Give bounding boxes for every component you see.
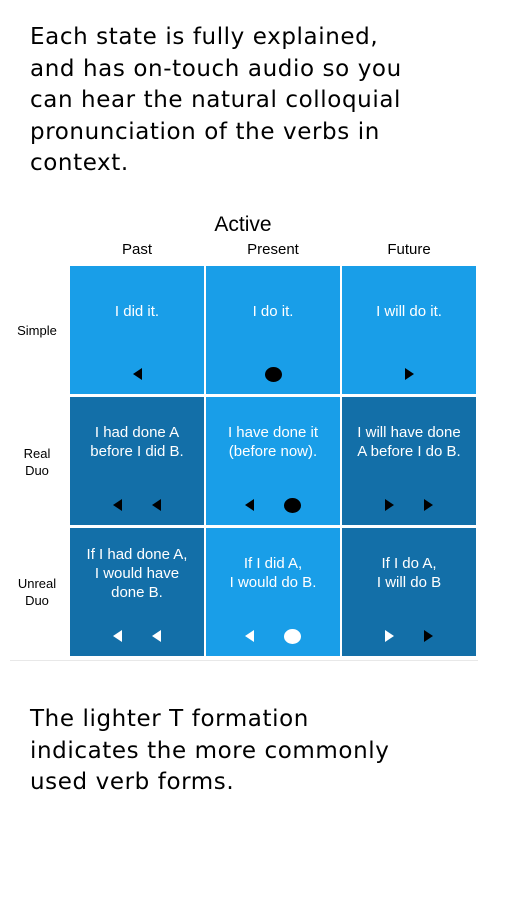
triangle-right-icon <box>385 499 394 511</box>
divider <box>10 660 478 661</box>
cell-text: I will have done A before I do B. <box>357 424 461 460</box>
dot-icon <box>264 366 282 382</box>
footer-line-3: used verb forms. <box>30 769 235 795</box>
cell-text: If I did A, I would do B. <box>229 555 317 591</box>
dot-icon <box>284 497 301 513</box>
cell-text: If I do A, I will do B <box>376 555 442 591</box>
cell-text: I did it. <box>114 302 160 320</box>
triangle-right-icon <box>424 499 433 511</box>
cell-markers <box>70 364 204 384</box>
row-header-real-duo: Real Duo <box>23 446 51 478</box>
intro-line-5: context. <box>30 150 129 176</box>
cell-markers <box>206 364 340 384</box>
triangle-right-icon <box>404 368 414 380</box>
intro-text: Each state is fully explained, and has o… <box>30 22 490 180</box>
cell-markers <box>206 626 340 646</box>
cell-real-duo-past[interactable]: I had done A before I did B. <box>70 397 204 525</box>
cell-text: I do it. <box>252 302 294 320</box>
cell-real-duo-future[interactable]: I will have done A before I do B. <box>342 397 476 525</box>
cell-text: I had done A before I did B. <box>90 424 184 460</box>
dot-icon <box>284 628 301 644</box>
triangle-left-icon <box>113 499 122 511</box>
cell-markers <box>70 495 204 515</box>
column-header-future: Future <box>387 241 431 258</box>
row-header-simple: Simple <box>17 323 57 338</box>
triangle-right-icon <box>385 630 394 642</box>
cell-text: I have done it (before now). <box>227 424 319 460</box>
cell-unreal-duo-past[interactable]: If I had done A, I would have done B. <box>70 528 204 656</box>
triangle-left-icon <box>152 630 161 642</box>
cell-simple-future[interactable]: I will do it. <box>342 266 476 394</box>
cell-markers <box>70 626 204 646</box>
cell-markers <box>206 495 340 515</box>
cell-markers <box>342 364 476 384</box>
intro-line-4: pronunciation of the verbs in <box>30 118 380 145</box>
intro-line-2: and has on-touch audio so you <box>30 55 402 82</box>
cell-text: If I had done A, I would have done B. <box>86 545 188 601</box>
triangle-left-icon <box>245 630 254 642</box>
cell-simple-present[interactable]: I do it. <box>206 266 340 394</box>
cell-markers <box>342 626 476 646</box>
cell-real-duo-present[interactable]: I have done it (before now). <box>206 397 340 525</box>
triangle-left-icon <box>132 368 142 380</box>
triangle-left-icon <box>113 630 122 642</box>
column-header-present: Present <box>247 241 299 258</box>
footer-text: The lighter T formation indicates the mo… <box>30 704 490 799</box>
table-title: Active <box>214 213 272 236</box>
triangle-right-icon <box>424 630 433 642</box>
triangle-left-icon <box>245 499 254 511</box>
footer-line-1: The lighter T formation <box>30 706 309 732</box>
column-header-past: Past <box>121 241 152 258</box>
triangle-left-icon <box>152 499 161 511</box>
cell-markers <box>342 495 476 515</box>
cell-text: I will do it. <box>376 302 442 320</box>
row-header-unreal-duo: Unreal Duo <box>17 576 57 608</box>
cell-unreal-duo-present[interactable]: If I did A, I would do B. <box>206 528 340 656</box>
cell-unreal-duo-future[interactable]: If I do A, I will do B <box>342 528 476 656</box>
footer-line-2: indicates the more commonly <box>30 737 390 764</box>
intro-line-1: Each state is fully explained, <box>30 24 379 50</box>
cell-simple-past[interactable]: I did it. <box>70 266 204 394</box>
intro-line-3: can hear the natural colloquial <box>30 87 402 113</box>
